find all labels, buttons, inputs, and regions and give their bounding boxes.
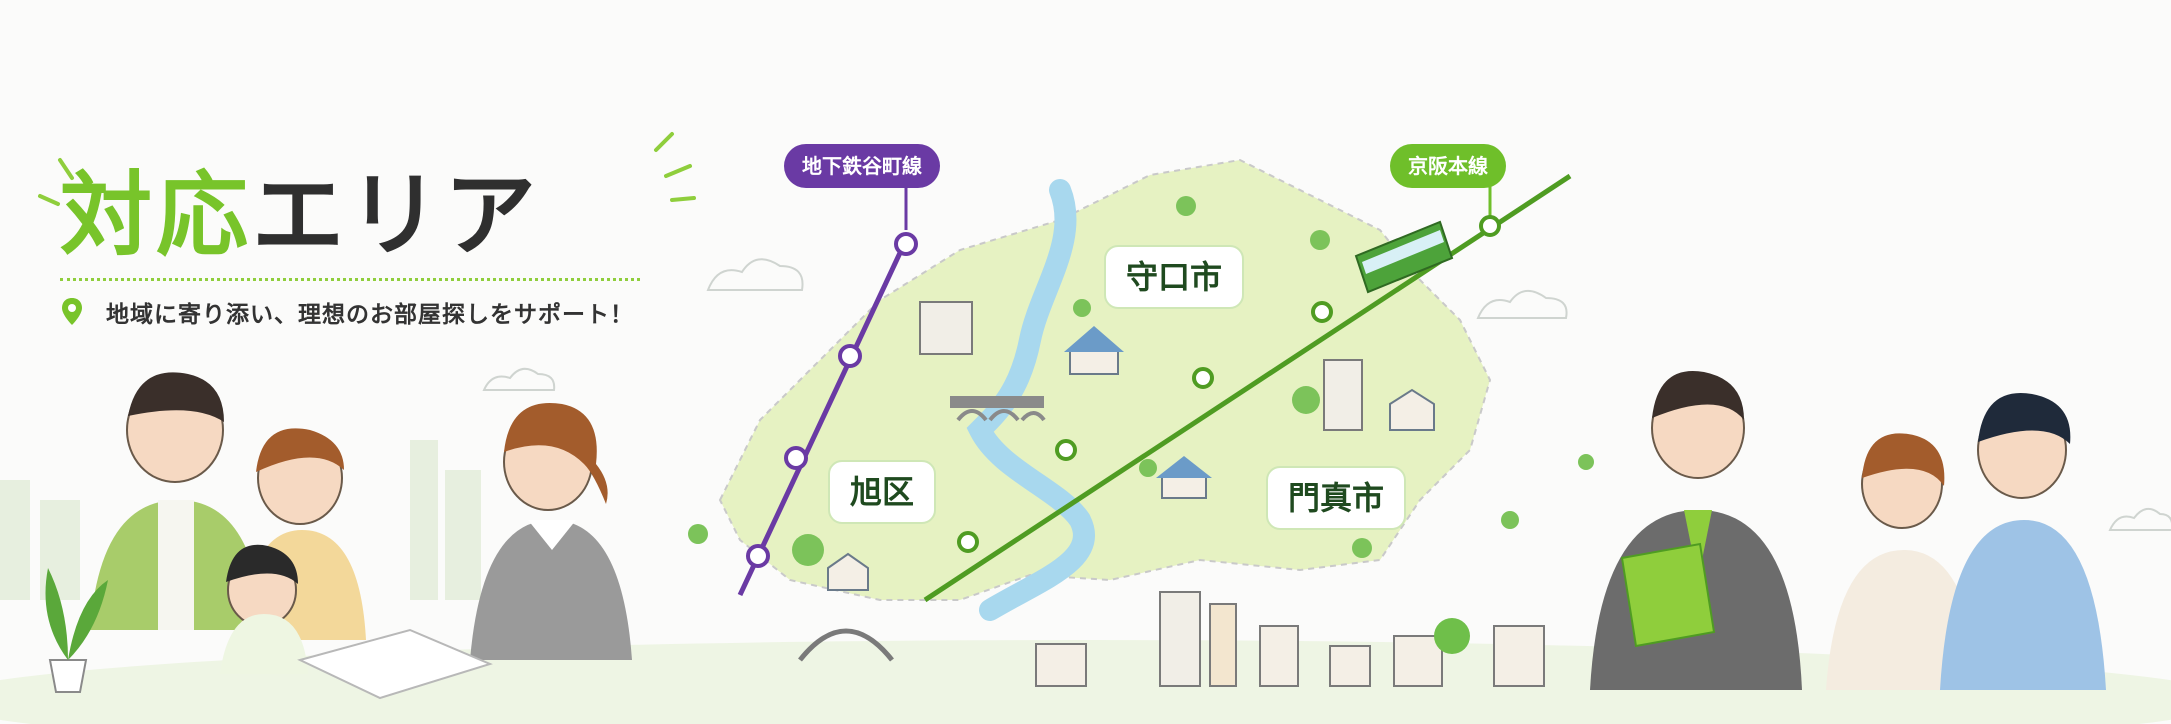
house-icon [827, 326, 1435, 591]
town-skyline [798, 591, 1545, 687]
river [966, 179, 1095, 621]
keihan-line [923, 173, 1572, 603]
location-pin-icon [62, 298, 82, 325]
area-label-kadoma: 門真市 [1266, 466, 1407, 530]
plant-icon [45, 568, 108, 693]
tree-icon [688, 196, 1594, 566]
title-accent: 対応 [60, 162, 253, 269]
cloud-icon [482, 258, 2171, 531]
title-rest: エリア [252, 162, 541, 269]
bridge-icon [950, 396, 1046, 422]
subway-line [737, 186, 918, 597]
couple-illustration [1826, 393, 2106, 690]
subtitle-row: 地域に寄り添い、理想のお部屋探しをサポート！ [60, 295, 660, 329]
sparkle-marks [38, 132, 696, 206]
family-illustration [90, 372, 366, 674]
title-block: 対応エリア 地域に寄り添い、理想のお部屋探しをサポート！ [60, 170, 660, 329]
staff-man-illustration [1590, 370, 1802, 690]
train-icon [1354, 220, 1454, 294]
title-divider [60, 278, 640, 281]
area-label-moriguchi: 守口市 [1104, 245, 1245, 309]
floor-plan-sheet [297, 628, 493, 700]
page-title: 対応エリア [60, 170, 660, 262]
subtitle: 地域に寄り添い、理想のお部屋探しをサポート！ [106, 302, 634, 328]
area-label-asahi: 旭区 [828, 460, 937, 524]
building-icon [919, 301, 1363, 431]
staff-woman-illustration [470, 403, 632, 660]
subway-line-label: 地下鉄谷町線 [784, 144, 940, 188]
folder-icon [1620, 542, 1716, 648]
service-area-map [718, 158, 1492, 601]
keihan-line-label: 京阪本線 [1390, 144, 1506, 188]
